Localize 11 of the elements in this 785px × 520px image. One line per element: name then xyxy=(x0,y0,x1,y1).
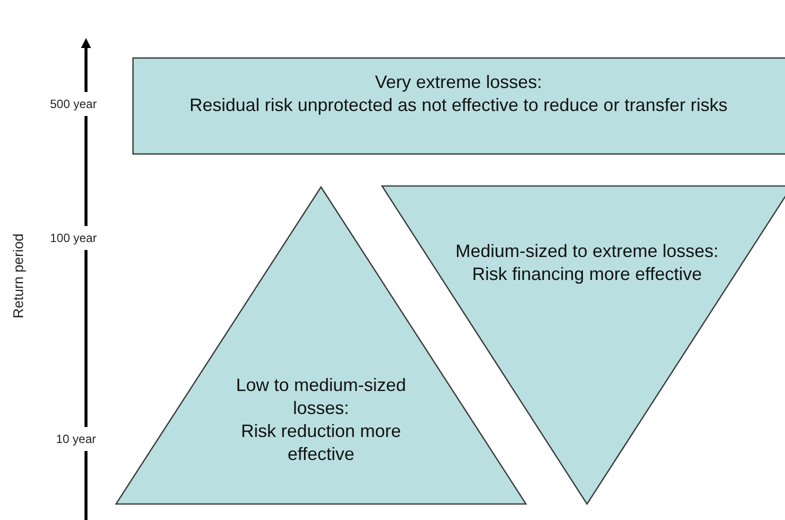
body-text: Risk reduction more effective xyxy=(240,420,402,466)
heading-text: Medium-sized to extreme losses: xyxy=(455,240,719,263)
rectangle-band xyxy=(132,57,785,155)
body-text: Residual risk unprotected as not effective to reduce or transfer risks xyxy=(190,94,728,117)
axis-title: Return period xyxy=(8,234,27,318)
tick-label: 10 year xyxy=(56,427,96,451)
body-text: Risk financing more effective xyxy=(472,263,702,286)
tick-label: 100 year xyxy=(50,226,97,250)
heading-text: Very extreme losses: xyxy=(374,71,542,94)
heading-text: Low to medium-sized losses: xyxy=(234,374,408,420)
tick-label: 500 year xyxy=(50,92,97,116)
